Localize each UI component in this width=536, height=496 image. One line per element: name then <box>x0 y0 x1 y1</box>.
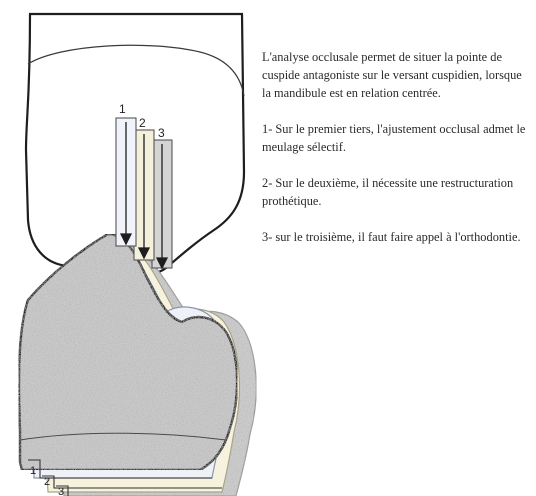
intro-paragraph: L'analyse occlusale permet de situer la … <box>262 48 532 102</box>
item-2-paragraph: 2- Sur le deuxième, il nécessite une res… <box>262 174 532 210</box>
label-bottom-1: 1 <box>30 465 36 477</box>
label-top-1: 1 <box>119 102 126 116</box>
item-1-paragraph: 1- Sur le premier tiers, l'ajustement oc… <box>262 120 532 156</box>
label-top-3: 3 <box>158 126 165 140</box>
occlusion-diagram: 1 2 3 1 2 3 <box>0 0 262 496</box>
lower-tooth <box>19 234 237 470</box>
label-top-2: 2 <box>139 116 146 130</box>
label-bottom-3: 3 <box>58 486 64 496</box>
item-3-paragraph: 3- sur le troisième, il faut faire appel… <box>262 228 532 246</box>
label-bottom-2: 2 <box>44 476 50 488</box>
explanation-panel: L'analyse occlusale permet de situer la … <box>262 48 532 264</box>
